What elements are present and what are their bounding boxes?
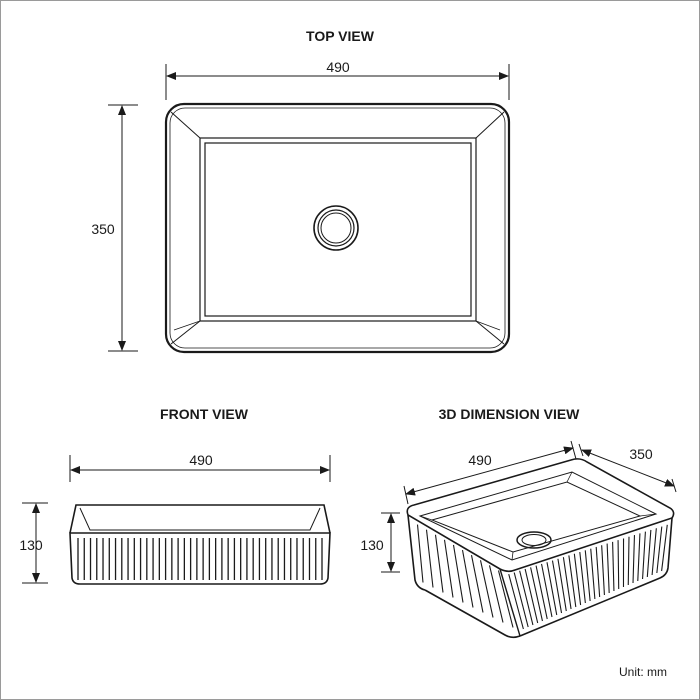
flute-line [508, 574, 524, 630]
flute-line [632, 535, 636, 584]
front-view-title: FRONT VIEW [160, 406, 249, 422]
iso-view-width-dimension: 490 [403, 440, 577, 505]
iso-view-flutes-left [416, 524, 514, 628]
flute-line [530, 567, 543, 622]
flute-line [579, 551, 586, 604]
flute-line [513, 572, 529, 628]
flute-line [637, 533, 641, 582]
unit-note: Unit: mm [619, 665, 667, 679]
front-view-flutes [77, 538, 323, 580]
flute-line [661, 524, 668, 572]
flute-line [452, 544, 464, 603]
flute-line [425, 529, 434, 588]
flute-line [568, 555, 577, 608]
iso-view-flutes-right [508, 524, 668, 630]
flute-line [488, 565, 504, 623]
top-view-depth-label: 350 [91, 221, 115, 237]
flute-line [642, 531, 646, 580]
front-view: FRONT VIEW 490 130 [19, 406, 331, 585]
flute-line [470, 555, 484, 613]
flute-line [651, 528, 657, 576]
iso-view-width-label: 490 [468, 452, 492, 468]
flute-line [590, 548, 596, 600]
flute-line [434, 534, 444, 593]
flute-line [595, 546, 601, 598]
front-view-width-dimension: 490 [69, 452, 331, 482]
top-view: TOP VIEW 490 350 [91, 28, 511, 354]
iso-view-height-dimension: 130 [360, 512, 400, 573]
flute-line [584, 550, 591, 602]
flute-line [416, 524, 424, 583]
flute-line [601, 545, 605, 596]
top-view-width-dimension: 490 [165, 59, 510, 100]
front-view-height-label: 130 [19, 537, 43, 553]
top-view-basin [164, 102, 511, 354]
flute-line [551, 560, 563, 614]
flute-line [627, 536, 630, 586]
flute-line [524, 568, 539, 624]
top-view-width-label: 490 [326, 59, 350, 75]
front-view-width-label: 490 [189, 452, 213, 468]
flute-line [573, 553, 582, 606]
iso-view: 3D DIMENSION VIEW 490 350 130 [360, 406, 677, 639]
iso-view-title: 3D DIMENSION VIEW [439, 406, 581, 422]
front-view-basin [69, 504, 331, 585]
flute-line [519, 570, 534, 626]
iso-view-basin [406, 458, 675, 639]
drain-icon [313, 205, 359, 251]
iso-view-depth-dimension: 350 [578, 443, 677, 493]
front-view-height-dimension: 130 [19, 502, 48, 584]
flute-line [646, 529, 652, 578]
flute-line [479, 560, 494, 618]
flute-line [617, 540, 620, 590]
iso-view-depth-label: 350 [629, 446, 653, 462]
iso-view-height-label: 130 [360, 537, 384, 553]
flute-line [557, 558, 567, 612]
flute-line [540, 563, 553, 618]
flute-line [461, 549, 474, 608]
flute-line [535, 565, 548, 620]
flute-line [606, 543, 610, 594]
top-view-depth-dimension: 350 [91, 104, 138, 352]
flute-line [443, 539, 454, 598]
flute-line [562, 557, 572, 610]
flute-line [546, 562, 558, 616]
flute-line [656, 526, 663, 574]
flute-line [612, 541, 615, 592]
flute-line [497, 570, 514, 628]
iso-drain-icon [516, 531, 552, 549]
top-view-title: TOP VIEW [306, 28, 375, 44]
